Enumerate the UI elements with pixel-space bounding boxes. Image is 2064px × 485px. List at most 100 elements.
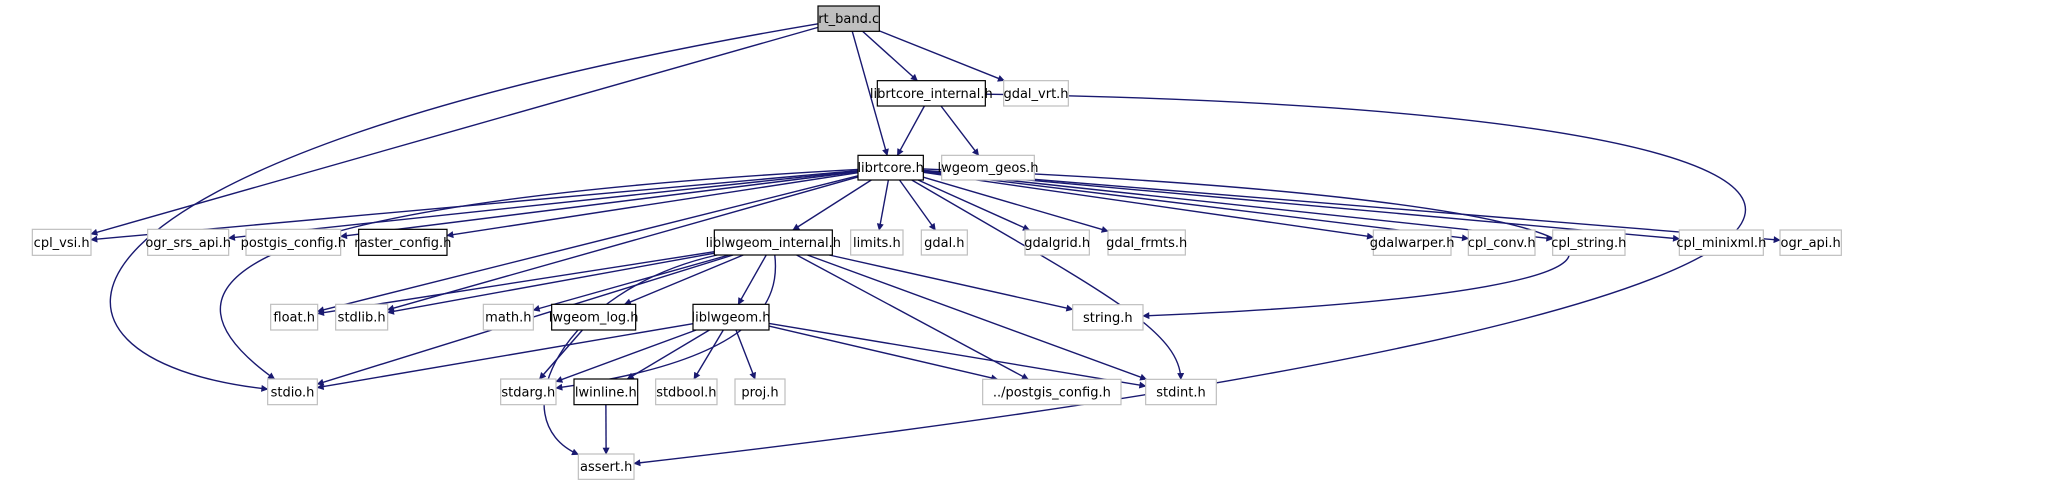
node-box[interactable] <box>692 303 770 331</box>
node-box <box>1779 229 1842 256</box>
node-label: stdlib.h <box>338 311 386 326</box>
node-label: ../postgis_config.h <box>993 386 1111 401</box>
edge-liblwgeom-to-rel-postgis-config <box>768 325 999 382</box>
edge-liblwgeom-internal-to-string <box>829 254 1074 312</box>
node-box <box>1145 378 1217 406</box>
node-label: cpl_string.h <box>1551 236 1626 251</box>
node-label: cpl_minixml.h <box>1676 236 1766 251</box>
node-label: librtcore_internal.h <box>870 87 993 102</box>
edge-rt-band-to-librtcore <box>851 31 889 157</box>
node-raster-config[interactable]: raster_config.h <box>354 228 451 256</box>
node-postgis-config: postgis_config.h <box>241 228 346 256</box>
node-stdbool: stdbool.h <box>655 378 718 406</box>
edge-liblwgeom-internal-to-assert <box>543 254 718 456</box>
edge-librtcore-to-stdlib <box>386 176 859 312</box>
node-limits: limits.h <box>850 229 904 256</box>
node-box <box>245 228 342 256</box>
node-cpl-vsi: cpl_vsi.h <box>31 228 92 256</box>
edge-liblwgeom-internal-to-stdlib <box>386 252 715 315</box>
edge-librtcore-to-liblwgeom-internal <box>792 179 872 231</box>
edge-librtcore-to-gdalwarper <box>923 171 1375 240</box>
edge-librtcore-internal-to-librtcore <box>896 105 926 156</box>
edge-librtcore-to-stdio <box>219 168 859 380</box>
node-stdint: stdint.h <box>1145 378 1217 406</box>
node-gdalgrid: gdalgrid.h <box>1024 229 1090 256</box>
edge-librtcore-to-cpl-minixml <box>923 169 1681 242</box>
node-stdio: stdio.h <box>267 378 318 406</box>
node-cpl-conv: cpl_conv.h <box>1468 229 1536 256</box>
node-stdarg: stdarg.h <box>500 378 557 406</box>
node-label: gdal_vrt.h <box>1003 87 1068 102</box>
node-label: raster_config.h <box>354 236 451 251</box>
node-box[interactable] <box>876 80 986 107</box>
node-box <box>655 378 718 406</box>
edge-librtcore-to-cpl-conv <box>923 170 1470 242</box>
node-label: liblwgeom_internal.h <box>706 236 841 251</box>
node-label: lwgeom_geos.h <box>938 161 1039 176</box>
node-librtcore-internal[interactable]: librtcore_internal.h <box>870 80 993 107</box>
node-label: stdarg.h <box>501 385 555 400</box>
node-liblwgeom[interactable]: liblwgeom.h <box>692 303 771 331</box>
node-gdal-frmts: gdal_frmts.h <box>1106 229 1187 256</box>
node-label: proj.h <box>741 385 778 400</box>
edge-liblwgeom-internal-to-rel-postgis-config <box>796 254 1029 380</box>
node-liblwgeom-internal[interactable]: liblwgeom_internal.h <box>706 229 841 256</box>
node-box[interactable] <box>857 154 924 181</box>
node-label: ogr_srs_api.h <box>145 236 231 251</box>
edge-librtcore-internal-to-lwgeom-geos <box>940 105 980 156</box>
node-box <box>1003 80 1069 107</box>
node-rt-band[interactable]: rt_band.c <box>817 5 880 32</box>
edge-liblwgeom-internal-to-lwgeom-log <box>623 254 744 306</box>
edge-librtcore-to-gdalgrid <box>917 179 1030 231</box>
edge-rt-band-to-gdal-vrt <box>879 30 1005 82</box>
node-label: cpl_conv.h <box>1468 236 1536 251</box>
node-box[interactable] <box>713 229 833 256</box>
node-box[interactable] <box>573 378 639 406</box>
edge-librtcore-to-gdal-frmts <box>923 176 1109 233</box>
node-label: postgis_config.h <box>241 236 346 251</box>
edge-liblwgeom-to-stdint <box>768 322 1147 389</box>
node-box <box>267 378 318 406</box>
node-label: gdalgrid.h <box>1024 236 1090 251</box>
node-ogr-api: ogr_api.h <box>1779 229 1842 256</box>
node-label: stdbool.h <box>656 385 716 400</box>
node-label: stdio.h <box>271 385 315 400</box>
node-proj: proj.h <box>734 378 786 406</box>
edge-liblwgeom-internal-to-float <box>316 251 715 316</box>
node-label: gdal_frmts.h <box>1106 236 1187 251</box>
node-label: stdint.h <box>1156 386 1205 401</box>
node-label: librtcore.h <box>857 161 923 176</box>
node-string: string.h <box>1072 304 1144 331</box>
node-label: ogr_api.h <box>1781 236 1841 251</box>
edge-liblwgeom-to-lwinline <box>626 329 710 380</box>
node-gdal: gdal.h <box>920 229 968 256</box>
edge-librtcore-to-cpl-vsi <box>90 169 859 243</box>
node-gdalwarper: gdalwarper.h <box>1370 229 1455 256</box>
node-label: float.h <box>273 311 315 326</box>
node-label: limits.h <box>853 236 901 251</box>
edge-librtcore-to-float <box>316 175 859 314</box>
node-assert: assert.h <box>577 453 635 480</box>
node-label: cpl_vsi.h <box>34 236 90 251</box>
node-box <box>335 303 389 331</box>
node-box[interactable] <box>551 303 637 331</box>
node-label: liblwgeom.h <box>692 311 771 326</box>
nodes-layer: rt_band.c librtcore_internal.h gdal_vrt.hl… <box>31 5 1842 480</box>
node-cpl-minixml: cpl_minixml.h <box>1676 229 1766 256</box>
node-cpl-string: cpl_string.h <box>1551 229 1626 256</box>
edge-liblwgeom-internal-to-liblwgeom <box>737 254 767 305</box>
node-lwinline[interactable]: lwinline.h <box>573 378 639 406</box>
node-label: math.h <box>485 311 531 326</box>
node-librtcore[interactable]: librtcore.h <box>857 154 924 181</box>
node-label: lwgeom_log.h <box>549 311 639 326</box>
node-lwgeom-log[interactable]: lwgeom_log.h <box>549 303 639 331</box>
node-box <box>1372 229 1452 256</box>
edge-liblwgeom-to-stdbool <box>693 329 724 380</box>
node-box[interactable] <box>358 228 448 256</box>
node-box <box>1072 304 1144 331</box>
node-box <box>147 228 230 256</box>
edge-librtcore-to-stdint <box>911 179 1185 381</box>
node-box[interactable] <box>817 5 880 32</box>
node-label: gdal.h <box>924 236 964 251</box>
edge-rt-band-to-cpl-vsi <box>90 26 819 236</box>
